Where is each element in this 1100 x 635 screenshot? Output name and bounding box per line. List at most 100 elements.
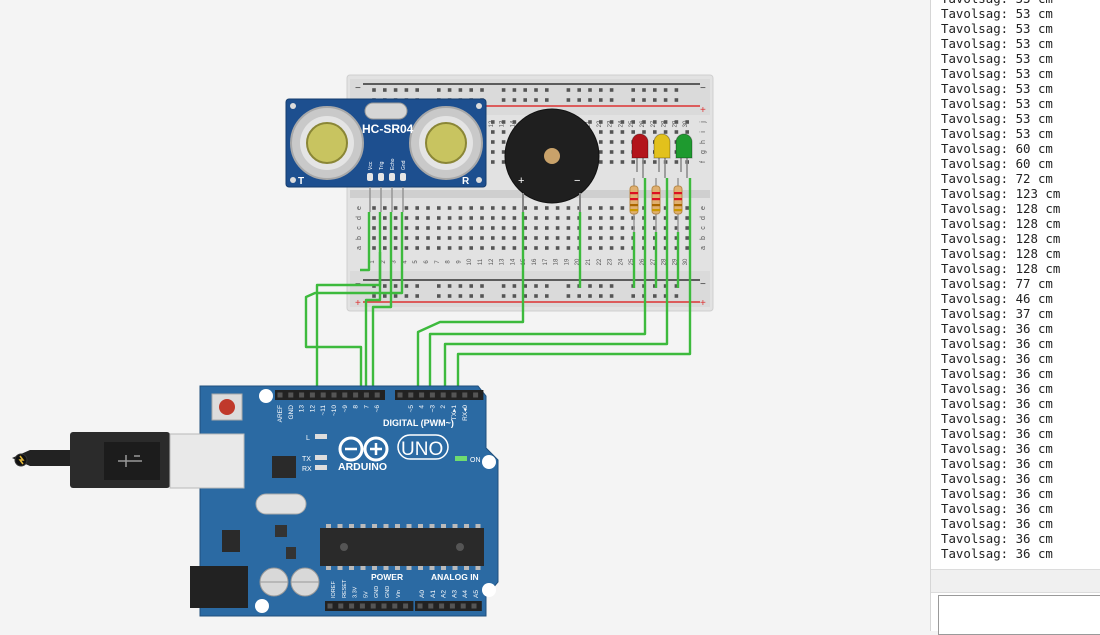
breadboard-hole[interactable] <box>469 236 473 240</box>
breadboard-hole[interactable] <box>501 150 506 154</box>
rail-hole[interactable] <box>599 98 603 102</box>
rail-hole[interactable] <box>642 98 646 102</box>
led-1[interactable] <box>631 133 649 178</box>
breadboard-hole[interactable] <box>491 226 495 230</box>
rail-hole[interactable] <box>415 284 419 288</box>
rail-hole[interactable] <box>404 294 409 298</box>
wire-3[interactable] <box>371 212 393 393</box>
breadboard-hole[interactable] <box>599 120 603 124</box>
breadboard-hole[interactable] <box>663 246 668 250</box>
breadboard-hole[interactable] <box>609 246 614 250</box>
breadboard-hole[interactable] <box>663 120 668 124</box>
rail-hole[interactable] <box>631 98 635 102</box>
rail-hole[interactable] <box>663 294 668 298</box>
breadboard-hole[interactable] <box>534 206 538 210</box>
header-pin[interactable] <box>299 392 305 398</box>
breadboard-hole[interactable] <box>512 120 517 124</box>
rail-hole[interactable] <box>415 88 419 92</box>
rail-hole[interactable] <box>383 284 387 288</box>
breadboard-hole[interactable] <box>501 120 506 124</box>
header-pin[interactable] <box>408 392 414 398</box>
rail-hole[interactable] <box>599 88 603 92</box>
breadboard-hole[interactable] <box>447 206 452 210</box>
rail-hole[interactable] <box>609 98 614 102</box>
breadboard-hole[interactable] <box>491 120 495 124</box>
header-pin[interactable] <box>338 603 344 609</box>
rail-hole[interactable] <box>599 294 603 298</box>
breadboard-hole[interactable] <box>480 206 484 210</box>
rail-hole[interactable] <box>545 88 549 92</box>
breadboard-hole[interactable] <box>685 216 689 220</box>
header-pin[interactable] <box>342 392 348 398</box>
rail-hole[interactable] <box>523 284 527 288</box>
resistor-1[interactable] <box>629 178 639 232</box>
breadboard-hole[interactable] <box>426 216 430 220</box>
breadboard-hole[interactable] <box>642 130 646 134</box>
breadboard-hole[interactable] <box>404 206 409 210</box>
breadboard-hole[interactable] <box>620 130 625 134</box>
breadboard-hole[interactable] <box>480 236 484 240</box>
led-group[interactable] <box>629 133 693 232</box>
breadboard-hole[interactable] <box>685 246 689 250</box>
breadboard-hole[interactable] <box>545 246 549 250</box>
rail-hole[interactable] <box>588 98 592 102</box>
resistor-3[interactable] <box>673 178 683 232</box>
breadboard-hole[interactable] <box>555 216 560 220</box>
breadboard-hole[interactable] <box>534 226 538 230</box>
breadboard-hole[interactable] <box>523 246 527 250</box>
rail-hole[interactable] <box>480 284 484 288</box>
rail-hole[interactable] <box>674 88 679 92</box>
breadboard-hole[interactable] <box>555 246 560 250</box>
usb-cable[interactable] <box>12 432 245 489</box>
breadboard-hole[interactable] <box>555 206 560 210</box>
wire-13[interactable] <box>456 178 692 393</box>
rail-hole[interactable] <box>642 88 646 92</box>
breadboard-hole[interactable] <box>555 226 560 230</box>
breadboard-hole[interactable] <box>620 150 625 154</box>
breadboard-hole[interactable] <box>512 236 517 240</box>
header-pin[interactable] <box>471 603 477 609</box>
breadboard-hole[interactable] <box>469 206 473 210</box>
breadboard-hole[interactable] <box>631 130 635 134</box>
breadboard-hole[interactable] <box>685 120 689 124</box>
rail-hole[interactable] <box>631 88 635 92</box>
wire-1[interactable] <box>360 212 371 272</box>
breadboard-hole[interactable] <box>426 236 430 240</box>
header-pin[interactable] <box>440 392 446 398</box>
breadboard-hole[interactable] <box>491 160 495 164</box>
rail-hole[interactable] <box>523 98 527 102</box>
breadboard-hole[interactable] <box>415 206 419 210</box>
breadboard-hole[interactable] <box>415 216 419 220</box>
breadboard-hole[interactable] <box>501 216 506 220</box>
rail-hole[interactable] <box>534 284 538 288</box>
breadboard-hole[interactable] <box>642 160 646 164</box>
rail-hole[interactable] <box>577 294 581 298</box>
rail-hole[interactable] <box>512 98 517 102</box>
rail-hole[interactable] <box>523 294 527 298</box>
breadboard-hole[interactable] <box>501 160 506 164</box>
rail-hole[interactable] <box>512 284 517 288</box>
breadboard-hole[interactable] <box>458 216 463 220</box>
breadboard-hole[interactable] <box>545 226 549 230</box>
header-pin[interactable] <box>428 603 434 609</box>
breadboard-hole[interactable] <box>491 206 495 210</box>
wire-9[interactable] <box>428 178 647 393</box>
rail-hole[interactable] <box>437 284 441 288</box>
rail-hole[interactable] <box>599 284 603 288</box>
breadboard-hole[interactable] <box>653 120 657 124</box>
breadboard-hole[interactable] <box>599 206 603 210</box>
breadboard-hole[interactable] <box>426 226 430 230</box>
breadboard-hole[interactable] <box>685 206 689 210</box>
breadboard-hole[interactable] <box>437 226 441 230</box>
breadboard-hole[interactable] <box>609 160 614 164</box>
breadboard-hole[interactable] <box>534 246 538 250</box>
breadboard-hole[interactable] <box>685 130 689 134</box>
breadboard-hole[interactable] <box>599 236 603 240</box>
breadboard-hole[interactable] <box>458 236 463 240</box>
header-pin[interactable] <box>309 392 315 398</box>
rail-hole[interactable] <box>437 294 441 298</box>
header-pin[interactable] <box>460 603 466 609</box>
rail-hole[interactable] <box>663 284 668 288</box>
